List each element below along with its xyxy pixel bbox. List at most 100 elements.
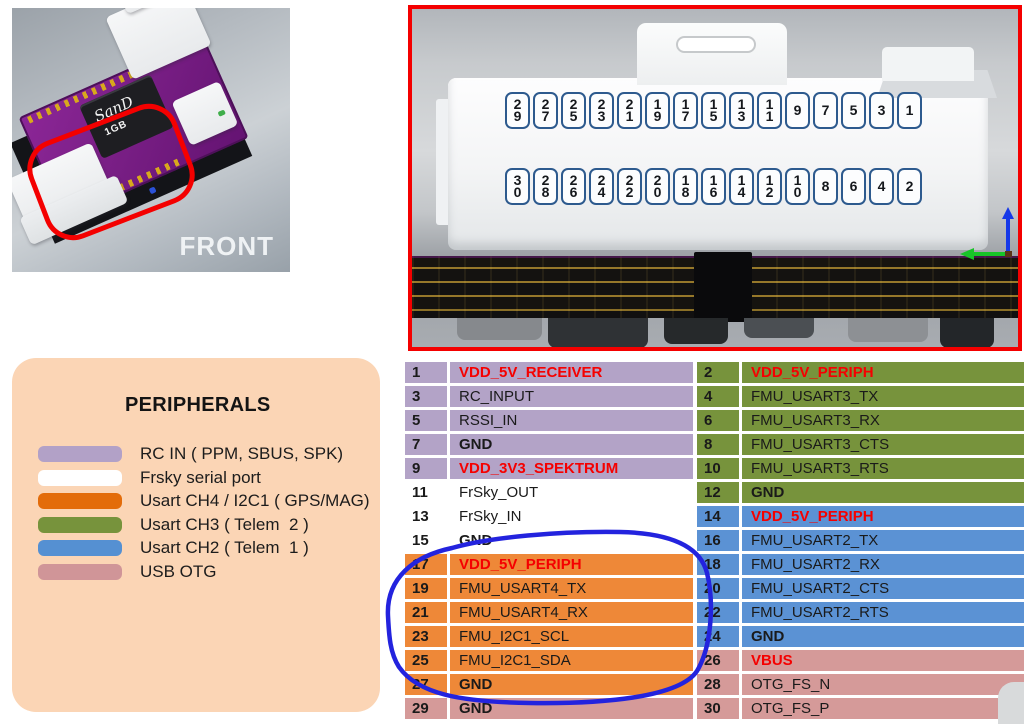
connector-pin-box: 7 — [813, 92, 838, 129]
legend-label: RC IN ( PPM, SBUS, SPK) — [140, 444, 344, 463]
legend-item: USB OTG — [38, 562, 370, 581]
solder-part — [664, 318, 728, 344]
pin-name-cell: FMU_USART3_TX — [742, 386, 1024, 407]
peripherals-legend: PERIPHERALS RC IN ( PPM, SBUS, SPK) Frsk… — [12, 358, 380, 712]
pin-number-label: 16 — [709, 172, 718, 200]
connector-pin-box: 11 — [757, 92, 782, 129]
connector-pin-box: 28 — [533, 168, 558, 205]
pin-number-cell: 15 — [405, 530, 447, 551]
pin-name-cell: GND — [450, 698, 693, 719]
pin-number-label: 21 — [625, 96, 634, 124]
table-row: 13 FrSky_IN — [405, 506, 693, 527]
pin-name-cell: FMU_USART4_TX — [450, 578, 693, 599]
table-row: 1 VDD_5V_RECEIVER — [405, 362, 693, 383]
table-row: 26 VBUS — [697, 650, 1024, 671]
pin-number-label: 6 — [849, 177, 858, 194]
table-row: 24 GND — [697, 626, 1024, 647]
table-row: 11 FrSky_OUT — [405, 482, 693, 503]
board-photo: SanD 1GB FRONT — [12, 8, 290, 272]
legend-item: Usart CH2 ( Telem 1 ) — [38, 538, 370, 557]
table-row: 30 OTG_FS_P — [697, 698, 1024, 719]
legend-color-swatch — [38, 446, 122, 462]
pin-number-label: 9 — [793, 101, 802, 118]
pin-name-cell: GND — [742, 626, 1024, 647]
connector-pin-box: 2 — [897, 168, 922, 205]
pin-number-label: 12 — [765, 172, 774, 200]
pin-number-cell: 5 — [405, 410, 447, 431]
legend-color-swatch — [38, 540, 122, 556]
pin-name-cell: GND — [742, 482, 1024, 503]
table-row: 3 RC_INPUT — [405, 386, 693, 407]
connector-pin-box: 17 — [673, 92, 698, 129]
legend-items: RC IN ( PPM, SBUS, SPK) Frsky serial por… — [38, 444, 370, 581]
pin-number-cell: 18 — [697, 554, 739, 575]
pin-number-row-odd: 29 27 25 23 21 19 17 15 13 11 9 7 — [505, 92, 922, 129]
connector-pin-box: 6 — [841, 168, 866, 205]
pin-name-cell: FMU_USART2_TX — [742, 530, 1024, 551]
connector-pin-box: 27 — [533, 92, 558, 129]
legend-label: Frsky serial port — [140, 467, 261, 487]
connector-pin-box: 3 — [869, 92, 894, 129]
pin-number-label: 14 — [737, 172, 746, 200]
connector-pin-box: 25 — [561, 92, 586, 129]
pin-number-label: 20 — [653, 172, 662, 200]
table-row: 9 VDD_3V3_SPEKTRUM — [405, 458, 693, 479]
pin-number-row-even: 30 28 26 24 22 20 18 16 14 12 10 8 — [505, 168, 922, 205]
pin-number-cell: 1 — [405, 362, 447, 383]
pin-number-cell: 26 — [697, 650, 739, 671]
pin-number-cell: 21 — [405, 602, 447, 623]
table-row: 29 GND — [405, 698, 693, 719]
pin-number-label: 28 — [541, 172, 550, 200]
legend-color-swatch — [38, 516, 122, 533]
pin-number-cell: 20 — [697, 578, 739, 599]
pin-name-cell: FMU_USART3_RX — [742, 410, 1024, 431]
connector-pin-box: 29 — [505, 92, 530, 129]
pin-name-cell: FMU_USART2_CTS — [742, 578, 1024, 599]
legend-color-swatch — [38, 493, 122, 509]
legend-item: RC IN ( PPM, SBUS, SPK) — [38, 444, 370, 463]
pin-number-label: 5 — [849, 101, 858, 118]
pin-name-cell: FrSky_OUT — [450, 482, 693, 503]
table-row: 5 RSSI_IN — [405, 410, 693, 431]
pin-name-cell: FMU_USART3_CTS — [742, 434, 1024, 455]
pin-number-cell: 2 — [697, 362, 739, 383]
connector-pin-box: 9 — [785, 92, 810, 129]
pin-name-cell: FMU_USART4_RX — [450, 602, 693, 623]
pin-number-label: 30 — [513, 172, 522, 200]
pin-number-cell: 12 — [697, 482, 739, 503]
connector-pin-box: 8 — [813, 168, 838, 205]
pin-number-label: 10 — [793, 172, 802, 200]
table-row: 23 FMU_I2C1_SCL — [405, 626, 693, 647]
legend-title: PERIPHERALS — [125, 394, 271, 416]
table-row: 2 VDD_5V_PERIPH — [697, 362, 1024, 383]
orientation-axis-icon — [960, 207, 1014, 260]
table-row: 27 GND — [405, 674, 693, 695]
pin-number-label: 7 — [821, 101, 830, 118]
connector-latch-tab — [637, 23, 997, 98]
connector-pin-box: 10 — [785, 168, 810, 205]
pin-name-cell: FrSky_IN — [450, 506, 693, 527]
pin-name-cell: FMU_I2C1_SDA — [450, 650, 693, 671]
legend-label: Usart CH3 ( Telem 2 ) — [140, 514, 309, 534]
pin-number-cell: 10 — [697, 458, 739, 479]
pin-number-cell: 3 — [405, 386, 447, 407]
table-row: 7 GND — [405, 434, 693, 455]
pin-name-cell: VBUS — [742, 650, 1024, 671]
legend-color-swatch — [38, 563, 122, 580]
pin-number-label: 17 — [681, 96, 690, 124]
pin-number-label: 4 — [877, 177, 886, 194]
pin-number-label: 13 — [737, 96, 746, 124]
pin-number-label: 19 — [653, 96, 662, 124]
connector-pin-box: 14 — [729, 168, 754, 205]
pin-name-cell: OTG_FS_N — [742, 674, 1024, 695]
pin-number-cell: 30 — [697, 698, 739, 719]
pin-name-cell: GND — [450, 674, 693, 695]
pin-number-label: 18 — [681, 172, 690, 200]
front-label: FRONT — [179, 231, 274, 261]
connector-pin-box: 13 — [729, 92, 754, 129]
pin-number-cell: 23 — [405, 626, 447, 647]
connector-pin-box: 23 — [589, 92, 614, 129]
pin-name-cell: VDD_3V3_SPEKTRUM — [450, 458, 693, 479]
pin-number-cell: 25 — [405, 650, 447, 671]
